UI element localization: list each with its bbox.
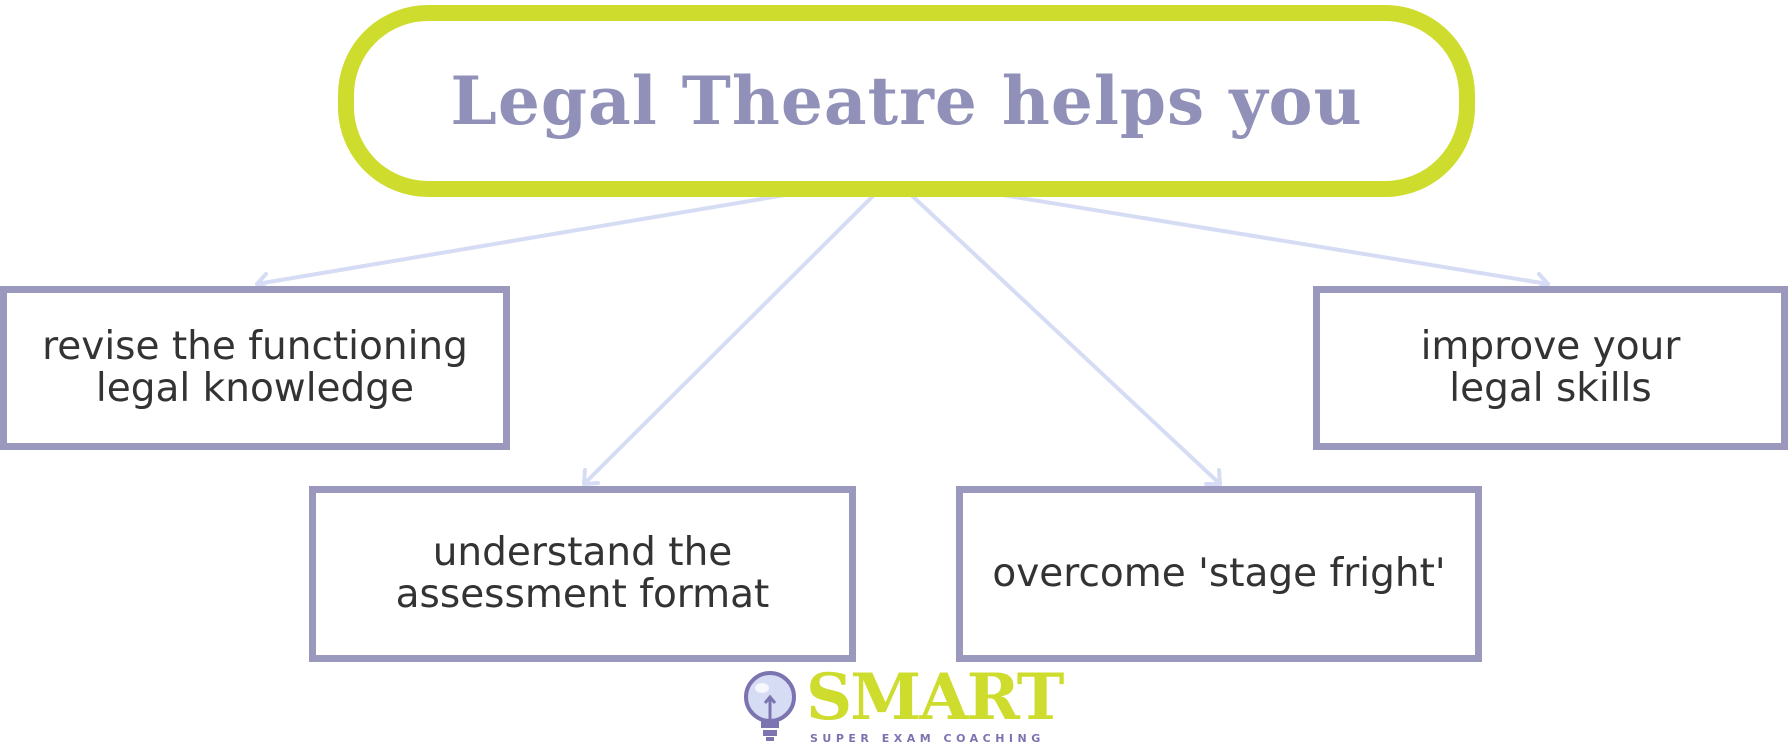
box-overcome-fright: overcome 'stage fright' [956,486,1482,662]
diagram-title: Legal Theatre helps you [450,62,1363,140]
box-label: understand the assessment format [395,530,770,617]
box-label: revise the functioning legal knowledge [42,324,468,411]
box-revise-knowledge: revise the functioning legal knowledge [0,286,510,450]
arrow-to-overcome [890,175,1222,486]
box-understand-format: understand the assessment format [309,486,856,662]
title-pill: Legal Theatre helps you [338,5,1475,197]
arrow-to-understand [582,175,894,486]
box-improve-skills: improve your legal skills [1313,286,1788,450]
logo-wordmark: SMART [806,660,1064,735]
smart-logo: SMART SUPER EXAM COACHING [740,666,1064,745]
box-label: overcome 'stage fright' [992,551,1446,596]
box-label: improve your legal skills [1420,324,1681,411]
lightbulb-icon [744,671,796,741]
logo-tagline: SUPER EXAM COACHING [810,732,1045,745]
